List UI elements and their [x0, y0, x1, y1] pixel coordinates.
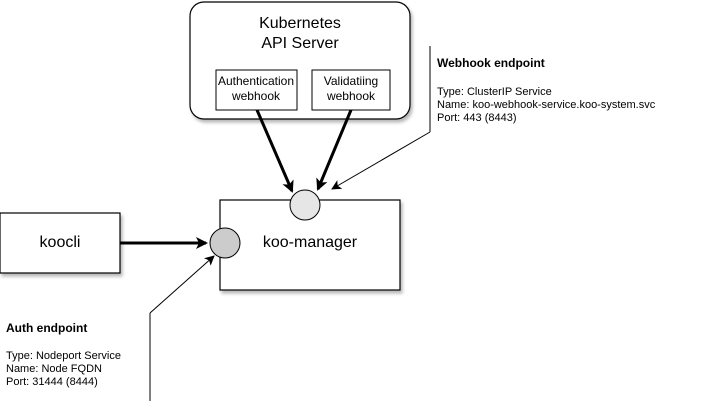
auth-endpoint-title: Auth endpoint: [6, 321, 88, 335]
koocli-label: koocli: [39, 234, 81, 251]
auth-endpoint-port: Port: 31444 (8444): [6, 376, 98, 388]
validating-webhook-box: [311, 69, 391, 111]
auth-webhook-arrow: [255, 109, 294, 193]
koo-manager-label: koo-manager: [262, 234, 358, 251]
webhook-callout-pointer: [331, 131, 431, 190]
kubernetes-title-line1: Kubernetes: [259, 15, 341, 32]
webhook-endpoint-port: Port: 443 (8443): [437, 112, 517, 124]
koocli-box: [0, 212, 121, 274]
auth-endpoint-circle: [209, 227, 241, 259]
webhook-endpoint-name: Name: koo-webhook-service.koo-system.svc: [437, 99, 656, 111]
webhook-endpoint-circle: [289, 189, 321, 221]
authentication-webhook-line2: webhook: [231, 89, 281, 103]
webhook-endpoint-title: Webhook endpoint: [437, 56, 545, 70]
kubernetes-api-server-title: Kubernetes API Server: [190, 14, 410, 54]
validating-webhook-line2: webhook: [326, 89, 376, 103]
validating-webhook-label: Validatiing webhook: [312, 74, 390, 104]
authentication-webhook-label: Authentication webhook: [215, 74, 297, 104]
webhook-endpoint-type: Type: ClusterIP Service: [437, 86, 552, 98]
webhook-endpoint-details: Type: ClusterIP Service Name: koo-webhoo…: [437, 86, 655, 125]
auth-endpoint-type: Type: Nodeport Service: [6, 350, 121, 362]
validating-webhook-line1: Validatiing: [323, 74, 379, 88]
auth-endpoint-details: Type: Nodeport Service Name: Node FQDN P…: [6, 350, 121, 389]
auth-callout-pointer: [149, 255, 215, 314]
auth-endpoint-name: Name: Node FQDN: [6, 363, 102, 375]
authentication-webhook-box: [215, 69, 298, 111]
kubernetes-title-line2: API Server: [261, 35, 339, 52]
validating-webhook-arrow: [316, 109, 353, 191]
authentication-webhook-line1: Authentication: [217, 74, 295, 88]
